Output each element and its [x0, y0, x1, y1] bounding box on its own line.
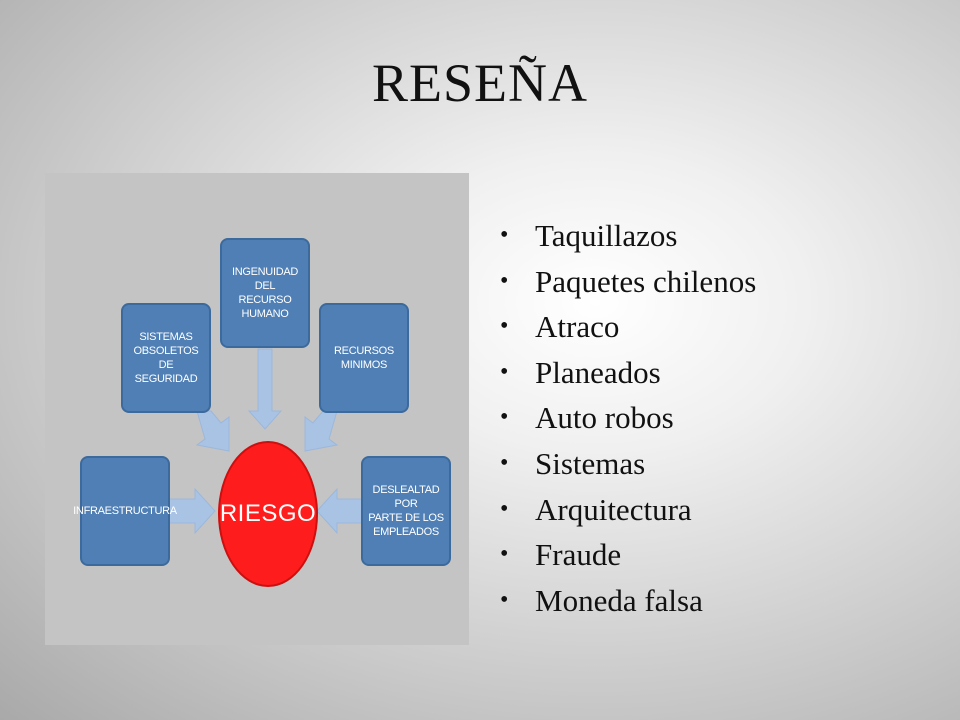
bullet-dot-icon: • — [500, 495, 509, 522]
bullet-dot-icon: • — [500, 586, 509, 613]
diagram-arrows — [168, 348, 364, 535]
bullet-dot-icon: • — [500, 267, 509, 294]
bullet-dot-icon: • — [500, 313, 509, 340]
arrow-top — [247, 348, 283, 430]
box-deslealtad: DESLEALTAD POR PARTE DE LOS EMPLEADOS — [361, 456, 451, 566]
arrow-left — [168, 487, 216, 535]
arrow-right — [316, 487, 364, 535]
center-riesgo: RIESGO — [218, 441, 318, 587]
slide-title: RESEÑA — [371, 53, 588, 113]
bullet-item: •Arquitectura — [498, 487, 756, 533]
bullet-dot-icon: • — [500, 449, 509, 476]
bullet-dot-icon: • — [500, 358, 509, 385]
risk-diagram: SISTEMAS OBSOLETOS DE SEGURIDAD INGENUID… — [45, 173, 469, 645]
bullet-item: •Moneda falsa — [498, 578, 756, 624]
bullet-item: •Sistemas — [498, 441, 756, 487]
bullet-item: •Fraude — [498, 532, 756, 578]
bullet-dot-icon: • — [500, 222, 509, 248]
box-recursos-minimos: RECURSOS MINIMOS — [319, 303, 409, 413]
bullet-item: •Planeados — [498, 350, 756, 396]
bullet-item: •Auto robos — [498, 395, 756, 441]
bullet-dot-icon: • — [500, 404, 509, 431]
bullet-item: •Taquillazos — [498, 213, 756, 259]
arrow-upper-left — [195, 410, 230, 452]
bullet-item: •Atraco — [498, 304, 756, 350]
bullet-dot-icon: • — [500, 541, 509, 568]
bullet-list: •Taquillazos •Paquetes chilenos •Atraco … — [498, 213, 756, 623]
arrow-upper-right — [304, 410, 339, 452]
box-infraestructura: INFRAESTRUCTURA — [73, 456, 177, 566]
box-sistemas-obsoletos: SISTEMAS OBSOLETOS DE SEGURIDAD — [121, 303, 211, 413]
bullet-item: •Paquetes chilenos — [498, 259, 756, 305]
box-ingenuidad: INGENUIDAD DEL RECURSO HUMANO — [220, 238, 310, 348]
